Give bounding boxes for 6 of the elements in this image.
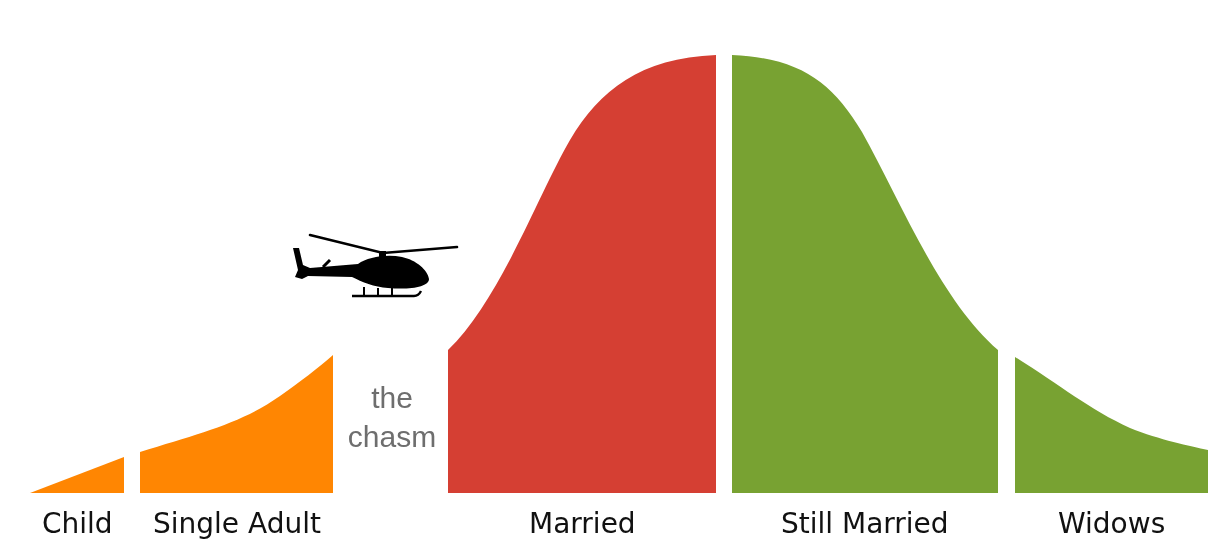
category-label: Child [42,507,113,541]
category-label: Married [529,507,636,541]
category-label: Single Adult [153,507,321,541]
annotation-text: the chasm [346,380,438,455]
category-label: Still Married [781,507,949,541]
category-label: Widows [1058,507,1166,541]
